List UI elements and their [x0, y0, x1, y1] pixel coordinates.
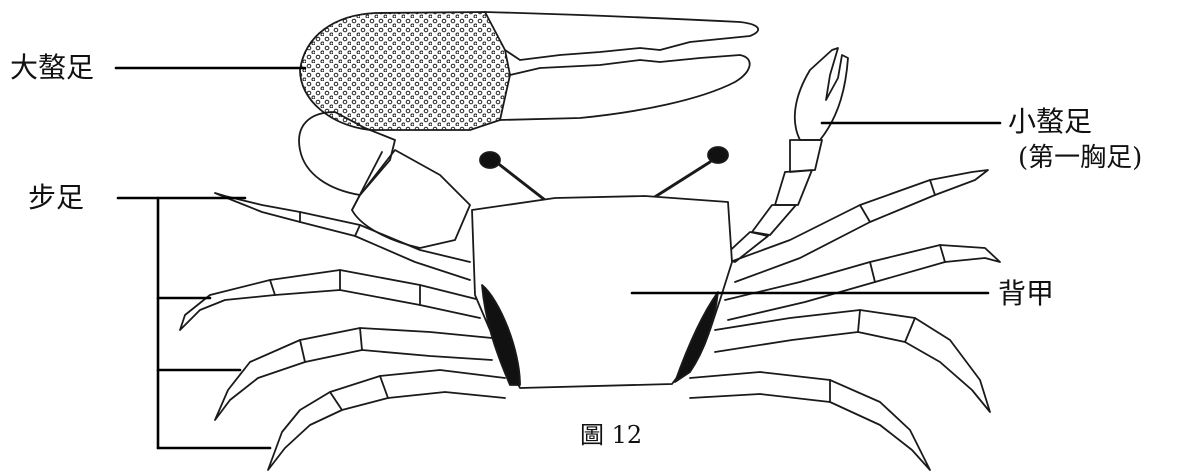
left-walking-legs	[180, 193, 505, 470]
big-claw-merus	[352, 150, 470, 248]
label-small-claw: 小螯足	[1008, 106, 1092, 138]
small-claw-ischium	[752, 205, 796, 235]
label-walking-legs: 步足	[28, 182, 84, 214]
big-claw-movable-finger	[500, 55, 750, 120]
right-walking-legs	[690, 170, 1000, 470]
small-claw-pincer	[795, 48, 848, 140]
small-claw-drawing	[722, 48, 848, 262]
big-claw-fixed-finger	[485, 12, 758, 60]
small-claw-merus	[775, 170, 812, 205]
eyestalks	[480, 147, 728, 200]
label-carapace: 背甲	[998, 278, 1054, 310]
small-claw-carpus	[790, 140, 822, 172]
label-first-thoracic-leg: (第一胸足)	[1018, 144, 1142, 174]
label-big-claw: 大螯足	[10, 52, 94, 84]
figure-caption: 圖 12	[580, 422, 642, 450]
